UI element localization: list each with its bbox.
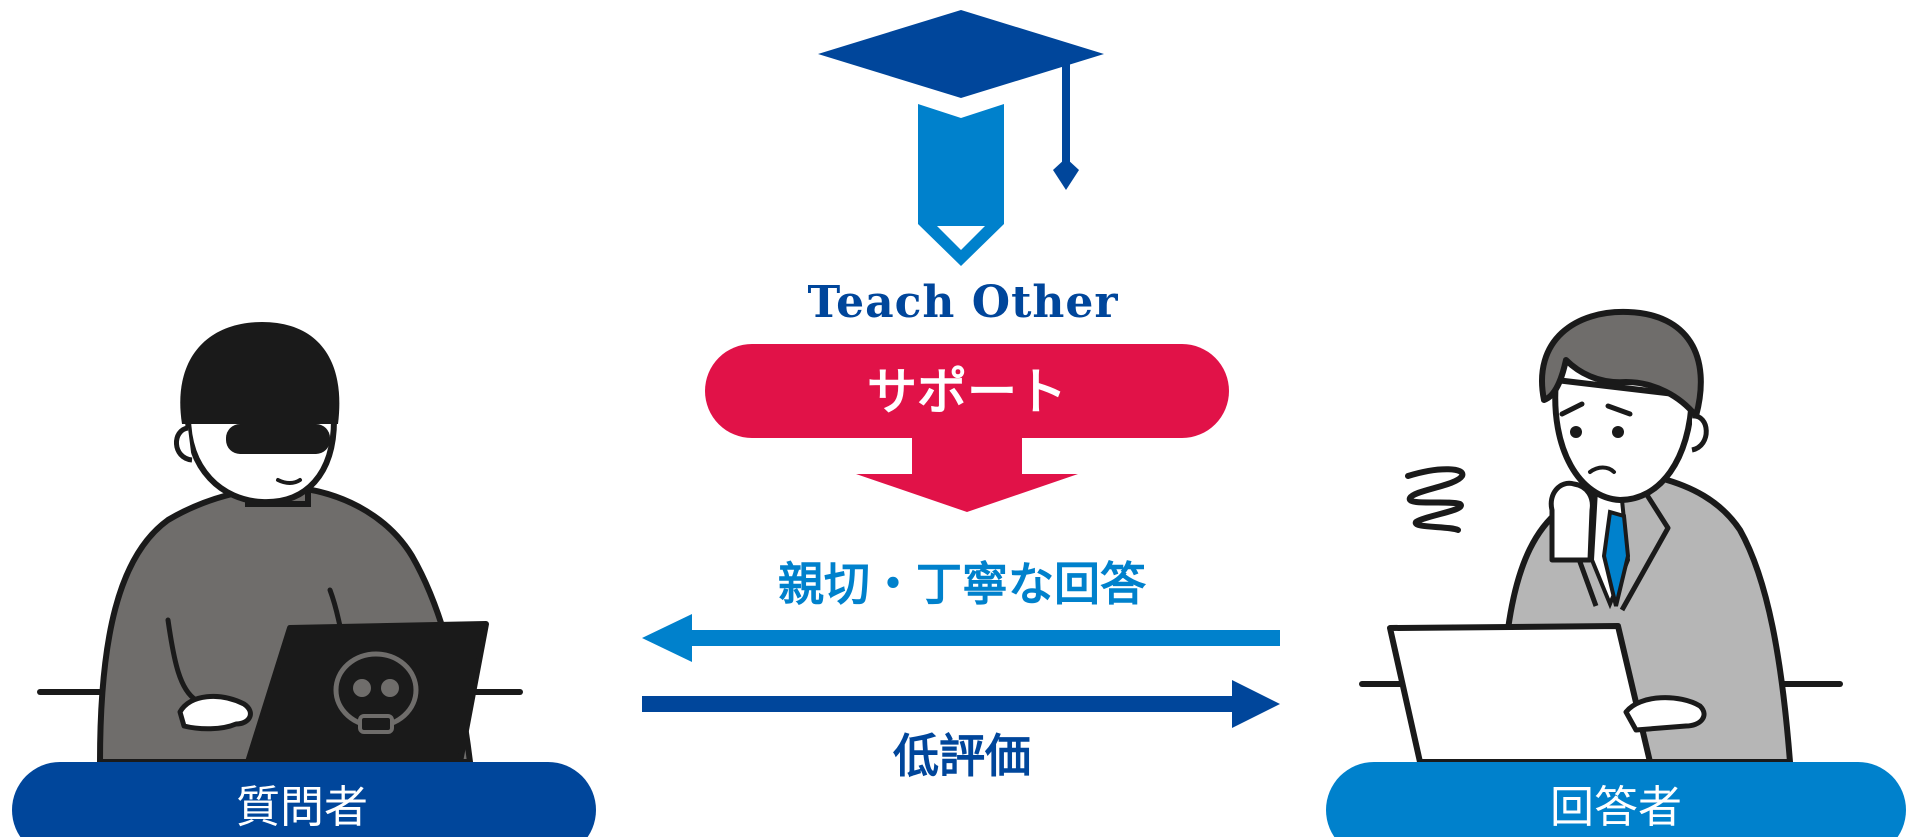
right-arrow-icon <box>642 680 1280 728</box>
down-arrow-icon <box>856 438 1078 512</box>
skull-icon <box>333 651 419 734</box>
worry-scribble-icon <box>1405 466 1466 533</box>
support-label: サポート <box>867 363 1067 421</box>
questioner-illustration <box>37 322 523 765</box>
left-arrow-icon <box>642 614 1280 662</box>
low-rating-label: 低評価 <box>893 729 1031 783</box>
answerer-label: 回答者 <box>1550 782 1682 833</box>
answerer-badge: 回答者 <box>1326 762 1906 837</box>
support-badge: サポート <box>705 344 1229 438</box>
teach-other-logo: Teach Other <box>807 10 1118 328</box>
logo-text: Teach Other <box>807 277 1118 328</box>
answerer-illustration <box>1359 308 1843 765</box>
questioner-badge: 質問者 <box>12 762 596 837</box>
kind-answer-label: 親切・丁寧な回答 <box>778 557 1147 611</box>
graduation-cap-icon <box>818 10 1104 190</box>
pencil-icon <box>918 104 1004 266</box>
questioner-label: 質問者 <box>236 782 368 833</box>
